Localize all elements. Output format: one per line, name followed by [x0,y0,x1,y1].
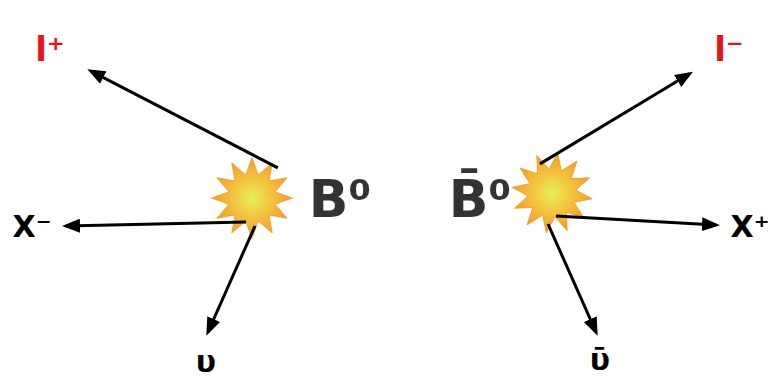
lepton-circle: l⁺ [10,10,90,90]
sphere-shape [270,130,410,270]
sphere-shape [410,130,550,270]
label-box: X⁻ [13,210,52,243]
meson-sphere: B⁰ [270,130,410,270]
decay-arrow [66,222,246,226]
decay-burst [212,158,293,239]
decay-burst [506,147,597,238]
lepton-name: l⁻ [714,31,744,68]
decay-connector [91,71,278,168]
label-box: υ [196,345,216,378]
decay-arrow [556,216,716,225]
particle-label: X⁻ [13,209,52,244]
decay-arrow [548,224,596,332]
particle-label: X⁺ [731,209,770,244]
lepton-name: l⁺ [35,31,65,68]
meson-name: B⁰ [309,171,371,228]
decay-arrow [208,226,255,332]
label-box: ῡ [590,343,610,376]
meson-sphere: B̄⁰ [410,130,550,270]
meson-name: B̄⁰ [449,171,511,228]
decay-connector [540,74,690,164]
label-box: X⁺ [731,210,770,243]
lepton-circle: l⁻ [689,10,769,90]
particle-label: ῡ [590,342,610,377]
ring-shape [12,12,89,89]
particle-label: υ [196,344,216,379]
ring-shape [691,12,768,89]
